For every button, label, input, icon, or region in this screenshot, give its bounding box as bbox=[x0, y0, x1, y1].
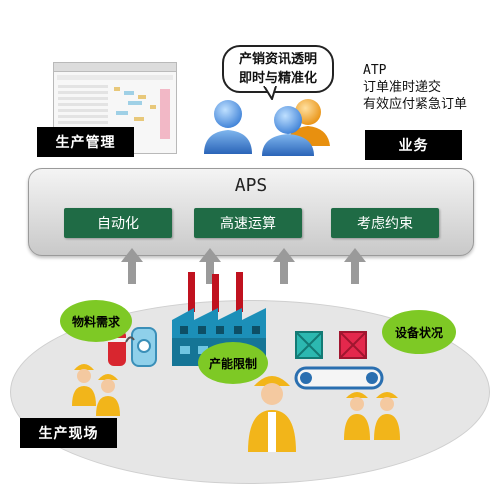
material-equipment-icon bbox=[108, 327, 157, 367]
worker-center-icon bbox=[248, 376, 296, 452]
aps-function-high-speed-computing: 高速运算 bbox=[194, 208, 302, 238]
up-arrow-icon bbox=[344, 248, 366, 284]
production-management-label: 生产管理 bbox=[37, 127, 134, 157]
worker-group-right-icon bbox=[344, 392, 400, 440]
atp-line-1: ATP bbox=[363, 63, 387, 78]
atp-line-2: 订单准时递交 bbox=[363, 80, 442, 95]
conveyor-icon bbox=[294, 331, 384, 390]
business-label: 业务 bbox=[365, 130, 462, 160]
atp-line-3: 有效应付紧急订单 bbox=[363, 97, 468, 112]
worker-group-left-icon bbox=[72, 364, 120, 416]
aps-title: APS bbox=[234, 175, 268, 196]
aps-function-automation: 自动化 bbox=[64, 208, 172, 238]
bubble-tail bbox=[263, 86, 277, 100]
info-transparency-bubble: 产销资讯透明 即时与精准化 bbox=[222, 45, 334, 93]
bubble-line-1: 产销资讯透明 bbox=[238, 52, 317, 67]
bubble-line-2: 即时与精准化 bbox=[238, 71, 317, 86]
managers-people-icon bbox=[204, 99, 330, 156]
production-site-label: 生产现场 bbox=[20, 418, 117, 448]
atp-text: ATP 订单准时递交 有效应付紧急订单 bbox=[363, 62, 467, 113]
material-demand-badge: 物料需求 bbox=[60, 300, 132, 342]
equipment-status-badge: 设备状况 bbox=[382, 310, 456, 354]
aps-function-constraints: 考虑约束 bbox=[331, 208, 439, 238]
up-arrow-icon bbox=[121, 248, 143, 284]
up-arrow-icon bbox=[199, 248, 221, 284]
up-arrow-icon bbox=[273, 248, 295, 284]
capacity-limit-badge: 产能限制 bbox=[198, 342, 268, 384]
